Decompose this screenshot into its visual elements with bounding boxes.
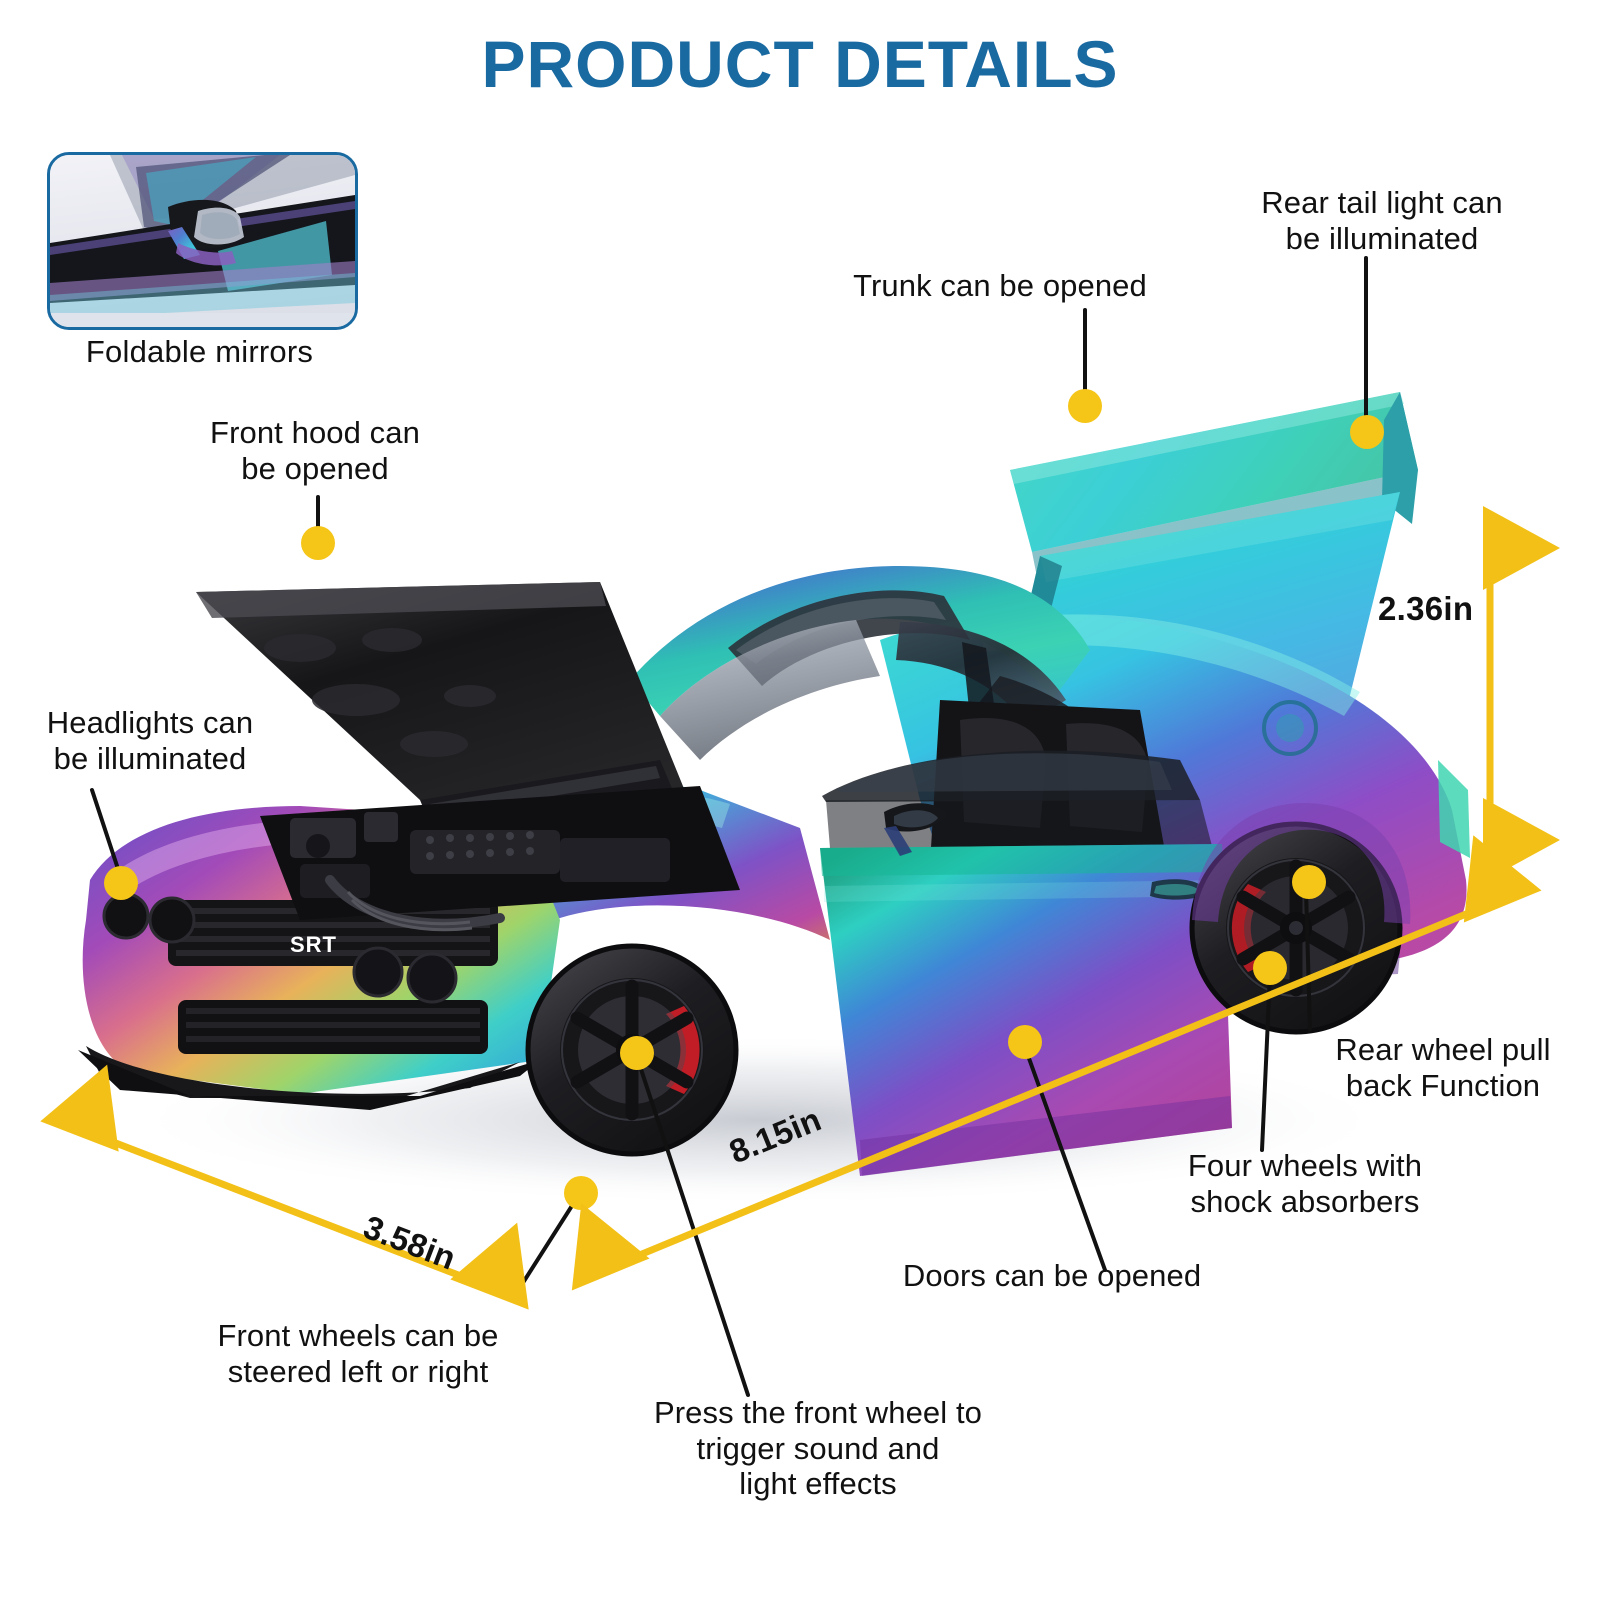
annotation-front-hood: Front hood can be opened [210, 415, 420, 486]
annotation-doors: Doors can be opened [902, 1258, 1202, 1293]
annotation-rear-wheel-pullback: Rear wheel pull back Function [1335, 1032, 1551, 1103]
foldable-mirrors-inset: Foldable mirrors [47, 152, 358, 370]
side-mirror-photo [50, 155, 355, 327]
annotation-trunk: Trunk can be opened [853, 268, 1147, 303]
svg-text:SRT: SRT [290, 932, 337, 957]
door-open [820, 750, 1232, 1176]
annotation-front-wheels-steer: Front wheels can be steered left or righ… [217, 1318, 499, 1389]
inset-photo-frame [47, 152, 358, 330]
annotation-four-wheels-shock: Four wheels with shock absorbers [1187, 1148, 1423, 1219]
page-title: PRODUCT DETAILS [481, 27, 1119, 101]
annotation-press-front-wheel: Press the front wheel to trigger sound a… [653, 1395, 983, 1502]
annotation-headlights: Headlights can be illuminated [46, 705, 254, 776]
front-wheel [525, 943, 739, 1157]
inset-caption: Foldable mirrors [85, 334, 314, 369]
dimension-height: 2.36in [1378, 590, 1474, 627]
annotation-rear-tail-light: Rear tail light can be illuminated [1261, 185, 1503, 256]
